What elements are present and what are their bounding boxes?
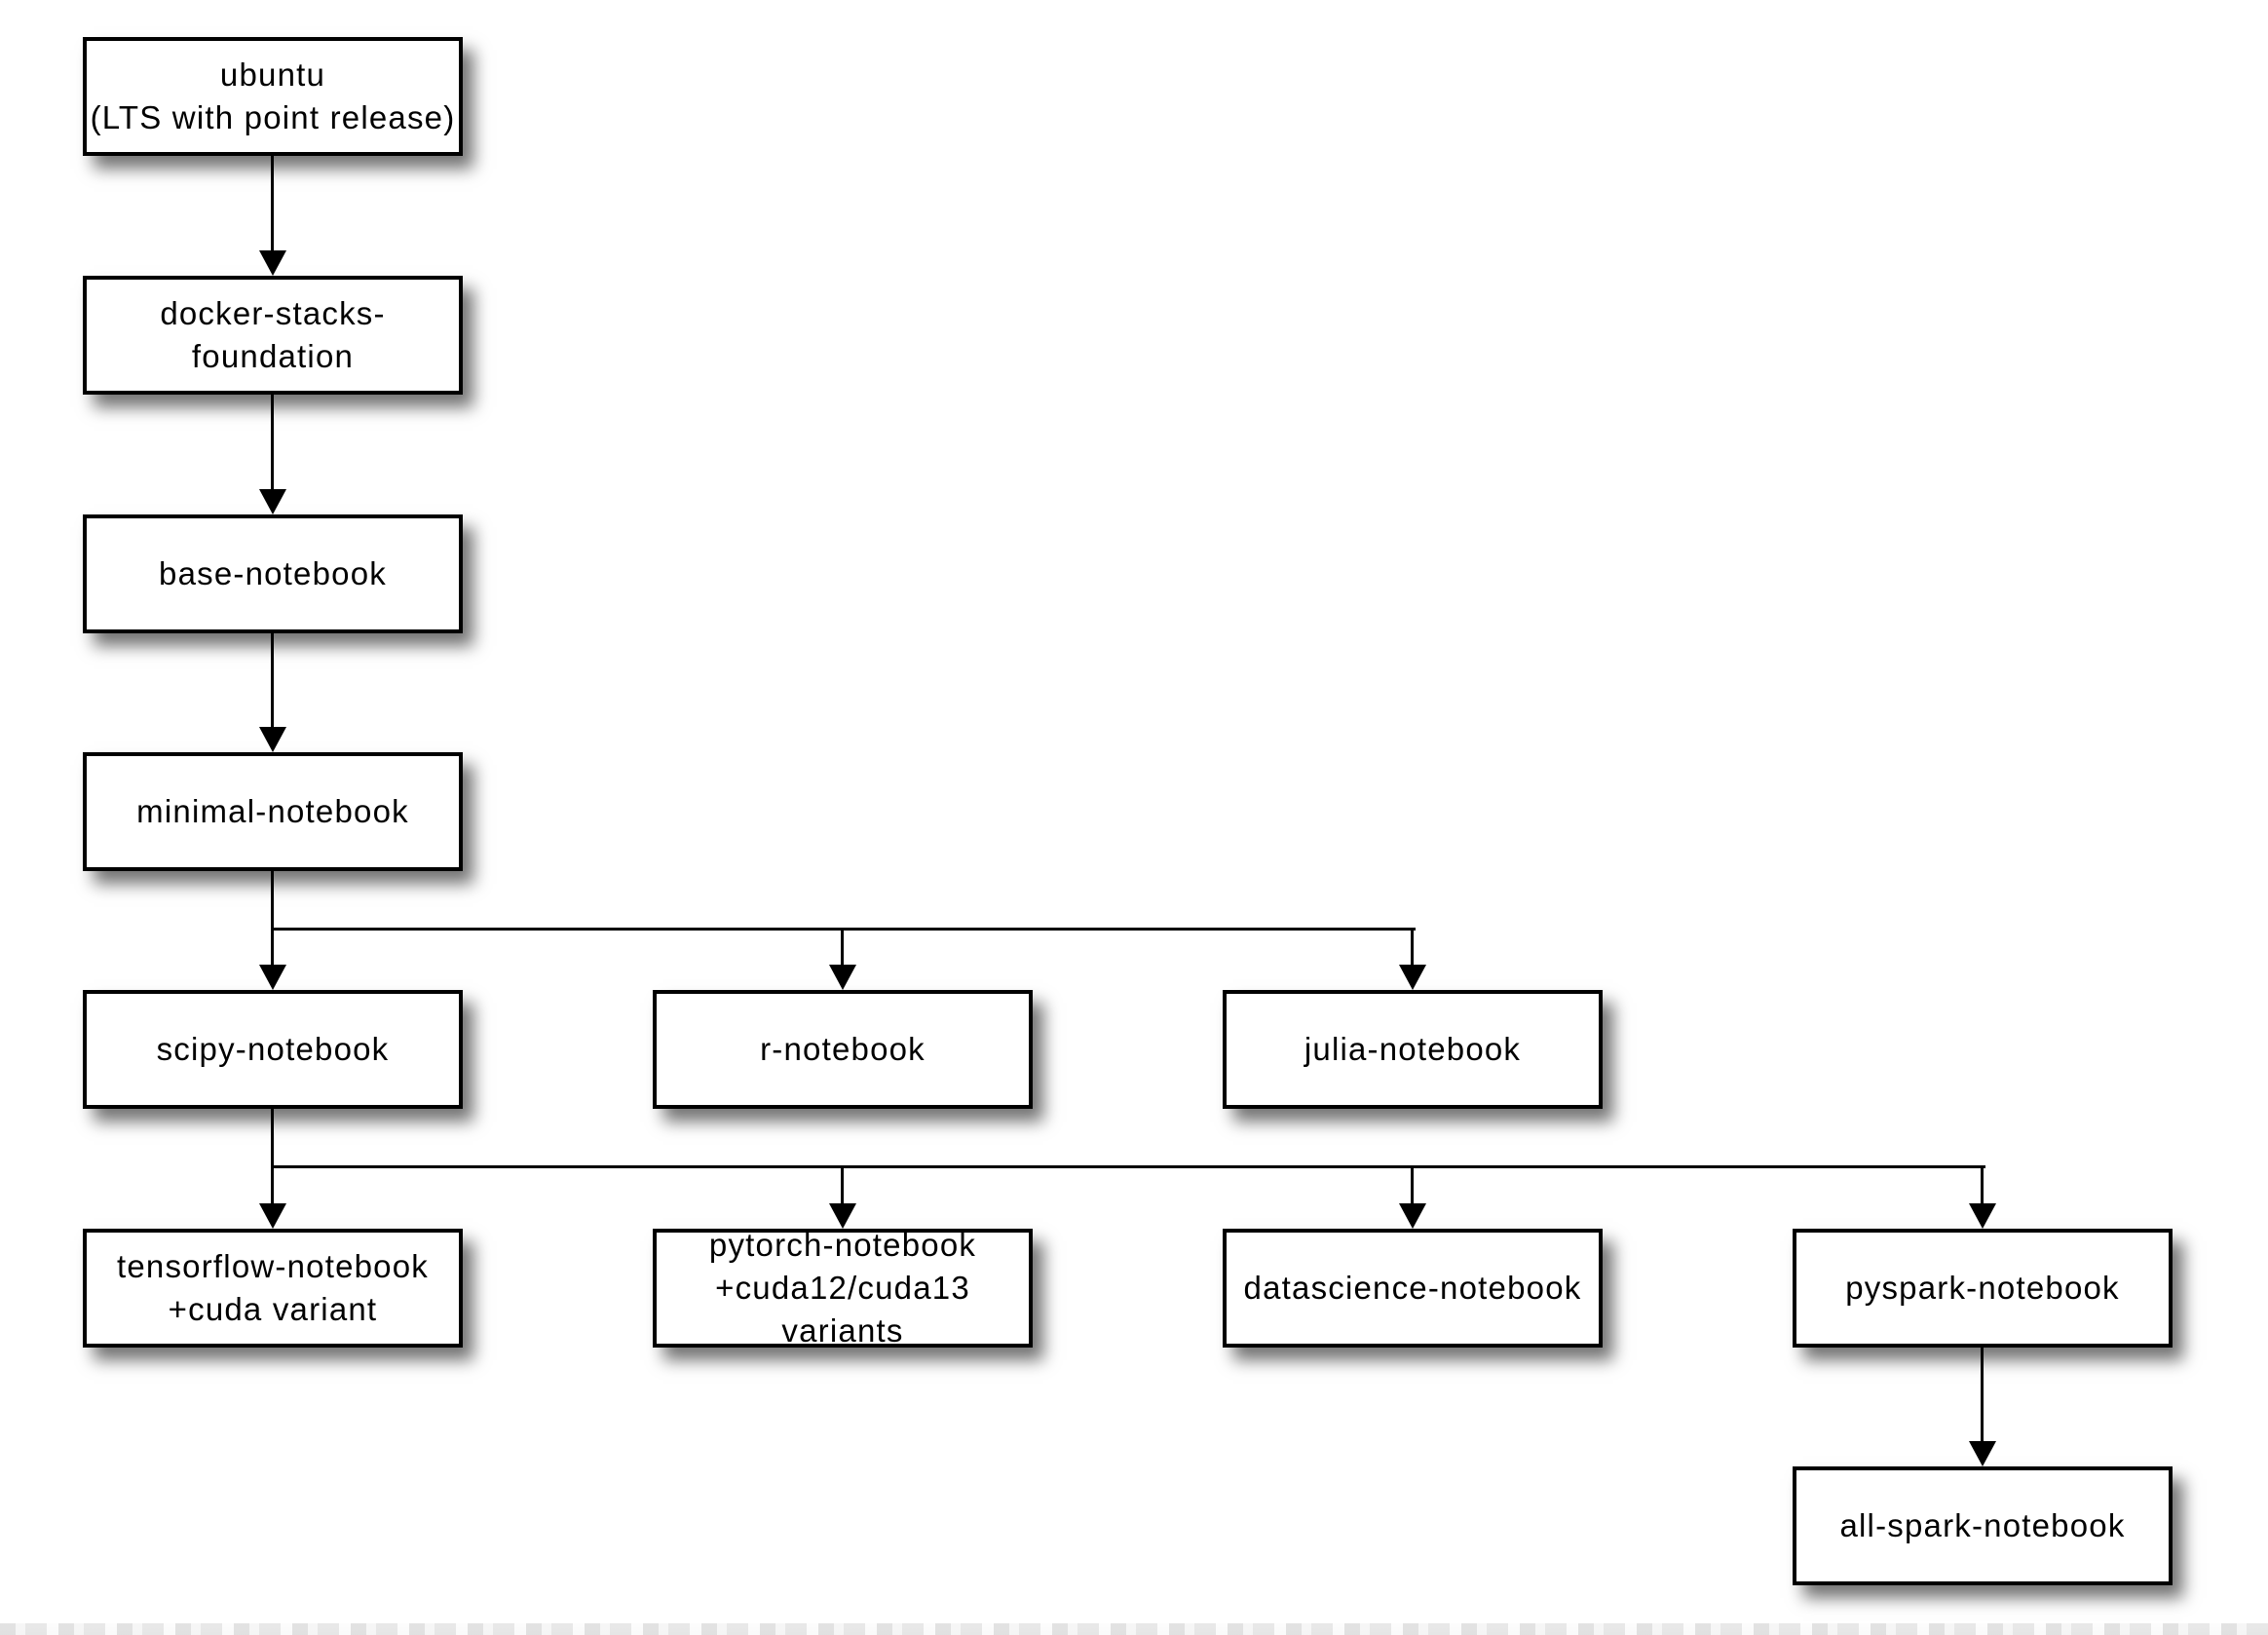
node-all-spark-notebook: all-spark-notebook — [1793, 1466, 2173, 1585]
arrow-down-icon — [259, 250, 286, 276]
arrow-down-icon — [1399, 1203, 1426, 1229]
connector-line — [271, 1109, 274, 1168]
arrow-down-icon — [259, 1203, 286, 1229]
node-docker-stacks-foundation: docker-stacks-foundation — [83, 276, 463, 395]
node-base-notebook: base-notebook — [83, 514, 463, 633]
connector-line — [271, 395, 274, 492]
arrow-down-icon — [1969, 1203, 1996, 1229]
node-datascience-notebook: datascience-notebook — [1223, 1229, 1603, 1348]
node-tensorflow-notebook: tensorflow-notebook +cuda variant — [83, 1229, 463, 1348]
connector-line — [1981, 1348, 1984, 1444]
node-scipy-notebook: scipy-notebook — [83, 990, 463, 1109]
node-julia-notebook: julia-notebook — [1223, 990, 1603, 1109]
arrow-down-icon — [259, 965, 286, 990]
connector-line — [1411, 1165, 1414, 1206]
connector-line — [271, 871, 274, 931]
connector-line — [841, 1165, 844, 1206]
connector-line — [271, 156, 274, 253]
connector-line — [271, 633, 274, 730]
connector-line — [841, 928, 844, 968]
connector-line — [271, 1165, 274, 1206]
connector-line — [271, 928, 274, 968]
arrow-down-icon — [829, 965, 856, 990]
connector-line — [1411, 928, 1414, 968]
connector-line — [1981, 1165, 1984, 1206]
arrow-down-icon — [259, 489, 286, 514]
node-pytorch-notebook: pytorch-notebook +cuda12/cuda13 variants — [653, 1227, 1033, 1349]
arrow-down-icon — [1399, 965, 1426, 990]
arrow-down-icon — [829, 1203, 856, 1229]
arrow-down-icon — [1969, 1441, 1996, 1466]
node-pyspark-notebook: pyspark-notebook — [1793, 1229, 2173, 1348]
connector-line — [271, 1165, 1985, 1168]
node-ubuntu: ubuntu (LTS with point release) — [83, 37, 463, 156]
node-minimal-notebook: minimal-notebook — [83, 752, 463, 871]
node-r-notebook: r-notebook — [653, 990, 1033, 1109]
page-edge-artifact — [0, 1623, 2268, 1635]
arrow-down-icon — [259, 727, 286, 752]
